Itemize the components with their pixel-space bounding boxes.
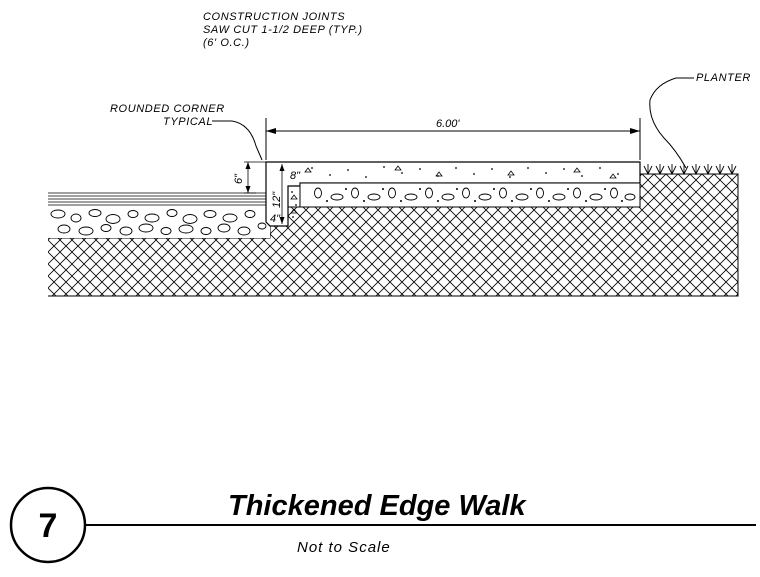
gravel-base bbox=[288, 182, 641, 208]
planter-leader bbox=[649, 77, 694, 169]
planter-label: PLANTER bbox=[696, 72, 751, 84]
concrete-triangle-marks bbox=[290, 165, 617, 214]
width-dimension: 6.00' bbox=[265, 118, 641, 160]
concrete-slab bbox=[265, 161, 641, 227]
planter-grass bbox=[643, 164, 737, 176]
detail-number: 7 bbox=[39, 507, 58, 545]
slab-dimensions: 8" 12" 4" bbox=[270, 164, 301, 225]
base-depth-label: 4" bbox=[270, 213, 281, 225]
curb-height-dimension: 6" bbox=[233, 161, 266, 194]
curb-height-label: 6" bbox=[233, 173, 245, 184]
left-aggregate-base bbox=[48, 207, 270, 238]
construction-joints-line3: (6' O.C.) bbox=[203, 37, 250, 49]
edge-depth-label: 12" bbox=[271, 191, 283, 208]
construction-joints-line1: CONSTRUCTION JOINTS bbox=[203, 11, 345, 23]
planter-note: PLANTER bbox=[649, 72, 751, 169]
width-dimension-label: 6.00' bbox=[436, 118, 460, 130]
detail-number-circle bbox=[9, 486, 87, 564]
detail-title: Thickened Edge Walk bbox=[228, 490, 527, 522]
scale-note: Not to Scale bbox=[297, 539, 391, 556]
construction-joints-line2: SAW CUT 1-1/2 DEEP (TYP.) bbox=[203, 24, 363, 36]
title-block: 7 Thickened Edge Walk Not to Scale bbox=[9, 486, 756, 564]
concrete-aggregate-marks bbox=[291, 166, 619, 218]
rounded-corner-leader bbox=[212, 120, 263, 161]
construction-joints-note: CONSTRUCTION JOINTS SAW CUT 1-1/2 DEEP (… bbox=[203, 11, 363, 49]
slab-thickness-label: 8" bbox=[290, 170, 301, 182]
existing-grade-lines bbox=[48, 192, 266, 206]
rounded-corner-note: ROUNDED CORNER TYPICAL bbox=[110, 103, 263, 161]
rounded-corner-line2: TYPICAL bbox=[163, 116, 213, 128]
rounded-corner-line1: ROUNDED CORNER bbox=[110, 103, 225, 115]
